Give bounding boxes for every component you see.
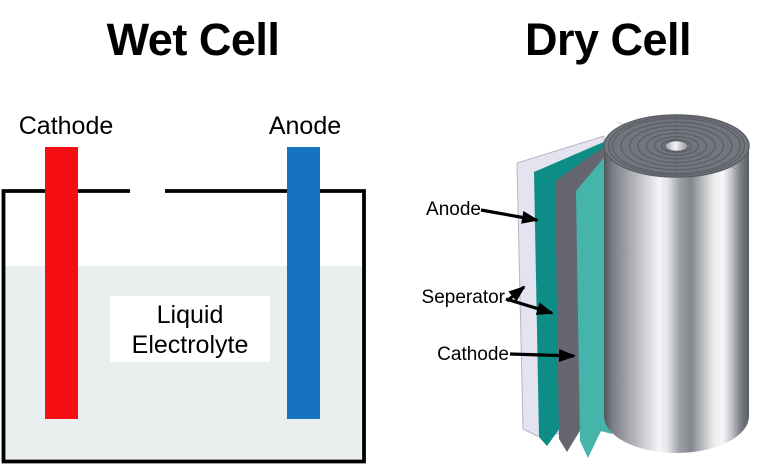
dry-cell-title: Dry Cell bbox=[525, 14, 691, 65]
electrolyte-label-line1: Liquid bbox=[157, 301, 224, 329]
dry-cell-callouts: Anode Seperator Cathode bbox=[422, 199, 576, 365]
container-outline bbox=[1, 189, 366, 464]
anode-electrode-bar bbox=[287, 147, 320, 419]
separator-label: Seperator bbox=[422, 287, 506, 308]
dry-cell-diagram: Dry Cell bbox=[422, 14, 750, 458]
anode-arrow bbox=[480, 208, 539, 224]
wet-cell-diagram: Wet Cell Cathode Anode Liquid Electrolyt… bbox=[1, 14, 366, 464]
wet-anode-label: Anode bbox=[269, 112, 341, 140]
cathode-electrode-bar bbox=[45, 147, 78, 419]
cathode-sheet bbox=[576, 148, 612, 458]
electrolyte-label-line2: Electrolyte bbox=[132, 331, 249, 359]
cathode-arrow bbox=[509, 349, 576, 363]
dry-cathode-label: Cathode bbox=[437, 344, 509, 365]
electrolyte-label-box bbox=[110, 296, 270, 362]
wet-cathode-label: Cathode bbox=[19, 112, 114, 140]
roll-cylinder-body bbox=[604, 146, 749, 453]
separator-arrow-lower bbox=[505, 297, 554, 315]
dry-anode-label: Anode bbox=[426, 199, 481, 220]
roll-center-hole bbox=[664, 140, 689, 152]
wet-cell-title: Wet Cell bbox=[107, 14, 280, 65]
roll-spiral-top bbox=[603, 114, 750, 178]
